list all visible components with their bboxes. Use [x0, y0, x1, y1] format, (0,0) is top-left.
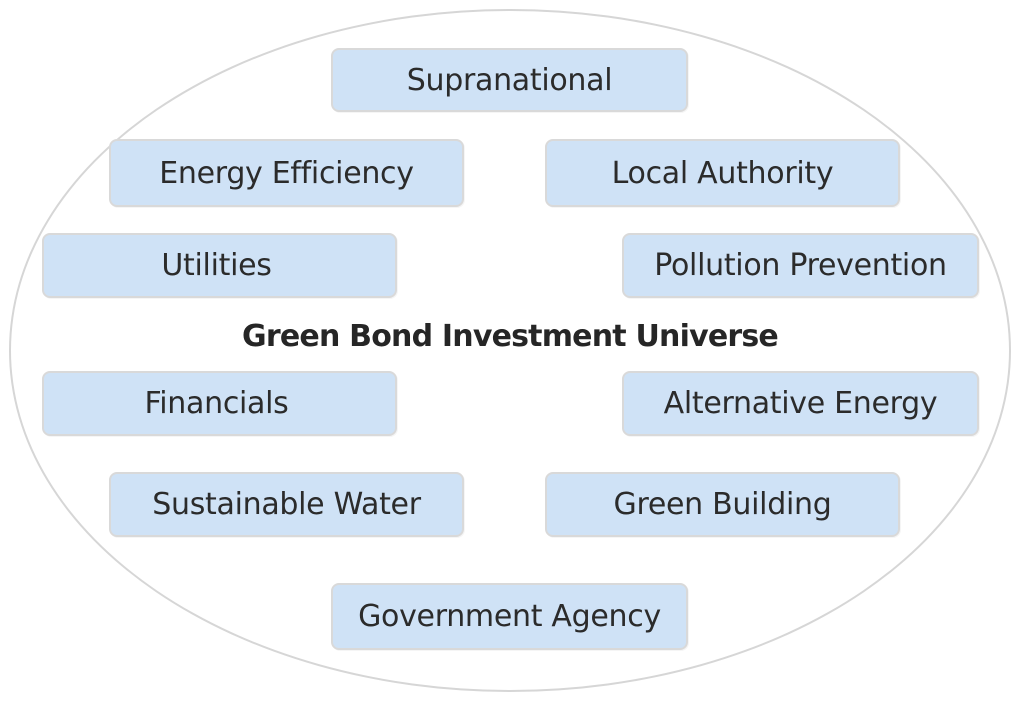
sector-box-energy-efficiency: Energy Efficiency	[109, 139, 464, 207]
sector-label: Pollution Prevention	[654, 248, 947, 283]
sector-label: Alternative Energy	[663, 386, 938, 421]
sector-label: Green Building	[613, 487, 832, 522]
sector-label: Financials	[144, 386, 289, 421]
sector-box-utilities: Utilities	[42, 233, 397, 298]
sector-box-supranational: Supranational	[331, 48, 688, 112]
sector-label: Local Authority	[611, 155, 834, 191]
sector-label: Energy Efficiency	[159, 155, 414, 191]
sector-box-pollution-prevention: Pollution Prevention	[622, 233, 979, 298]
universe-ellipse	[9, 9, 1011, 692]
diagram-center-title: Green Bond Investment Universe	[242, 318, 779, 354]
sector-label: Sustainable Water	[152, 487, 421, 522]
sector-label: Government Agency	[358, 599, 661, 634]
sector-label: Supranational	[406, 62, 613, 98]
sector-box-government-agency: Government Agency	[331, 583, 688, 650]
sector-box-financials: Financials	[42, 371, 397, 436]
sector-box-sustainable-water: Sustainable Water	[109, 472, 464, 537]
sector-label: Utilities	[161, 248, 272, 283]
sector-box-local-authority: Local Authority	[545, 139, 900, 207]
sector-box-alternative-energy: Alternative Energy	[622, 371, 979, 436]
sector-box-green-building: Green Building	[545, 472, 900, 537]
